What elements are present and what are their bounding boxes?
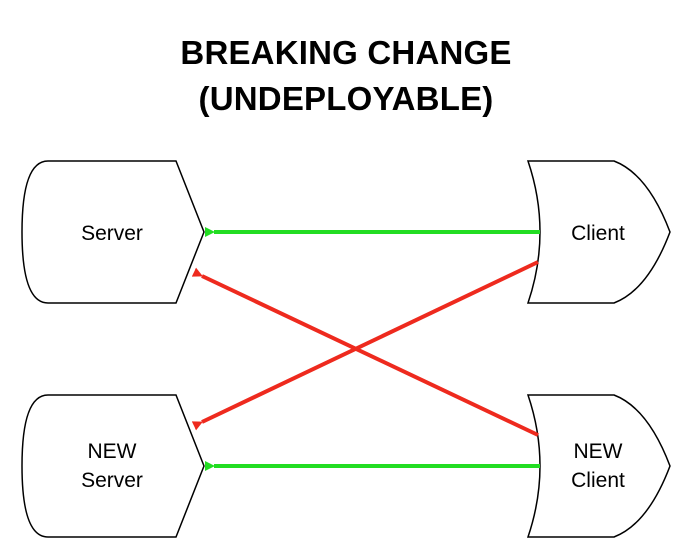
server-node: Server	[21, 160, 205, 304]
new-server-node: NEW Server	[21, 394, 205, 538]
diagram-title: BREAKING CHANGE (UNDEPLOYABLE)	[0, 30, 692, 122]
arrow-client-to-new-server	[191, 260, 539, 431]
arrow-new-client-to-server	[191, 267, 539, 437]
client-node: Client	[526, 160, 671, 304]
client-label: Client	[571, 222, 625, 245]
new-server-label-line-1: NEW	[88, 440, 137, 463]
title-line-2: (UNDEPLOYABLE)	[198, 80, 494, 117]
title-line-1: BREAKING CHANGE	[180, 34, 512, 71]
new-client-node: NEW Client	[526, 394, 671, 538]
new-client-label-line-2: Client	[571, 469, 625, 492]
server-label: Server	[81, 222, 143, 245]
new-server-label-line-2: Server	[81, 469, 143, 492]
new-client-label-line-1: NEW	[574, 440, 623, 463]
